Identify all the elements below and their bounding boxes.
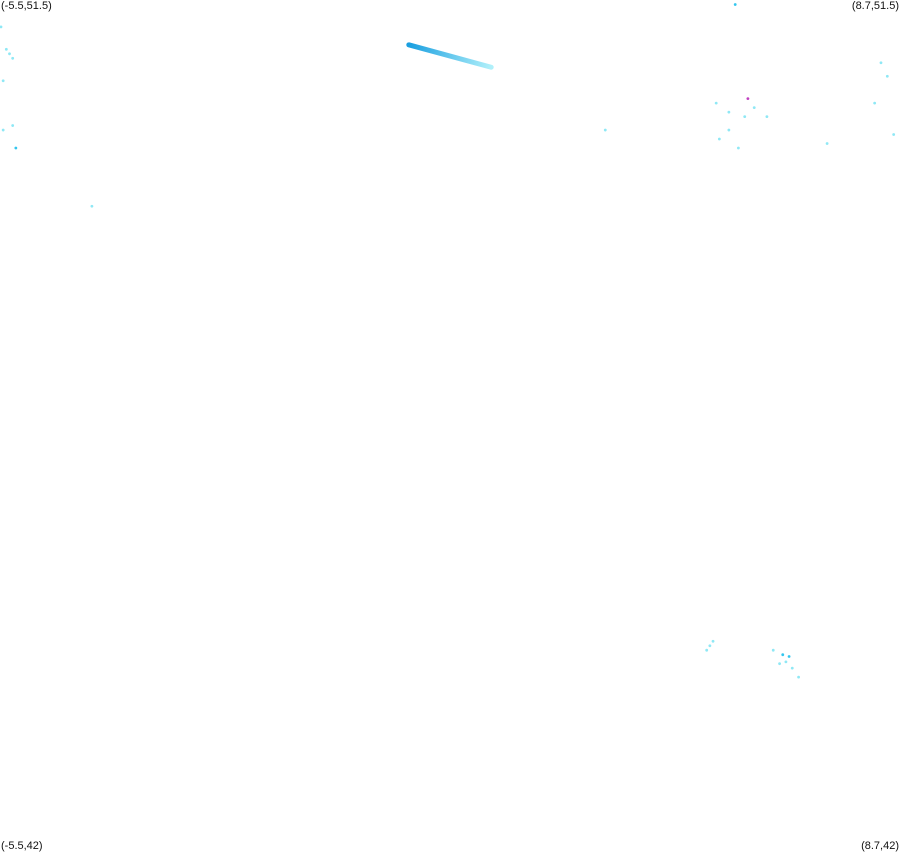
data-point	[781, 653, 785, 657]
data-point	[1, 79, 5, 83]
data-point	[778, 662, 781, 666]
data-point	[797, 675, 800, 679]
main-streak	[406, 42, 494, 70]
data-point	[733, 3, 737, 6]
corner-label-top-left: (-5.5,51.5)	[1, 0, 52, 12]
data-point	[892, 133, 896, 136]
data-point	[765, 115, 769, 118]
data-point	[885, 74, 889, 78]
data-point	[1, 128, 5, 132]
data-point	[714, 101, 718, 105]
data-point	[736, 146, 740, 150]
data-point	[743, 115, 747, 118]
data-point	[717, 137, 721, 141]
data-point	[825, 142, 829, 145]
data-point	[752, 106, 756, 110]
data-point	[0, 25, 3, 29]
data-point	[727, 110, 731, 114]
data-point	[705, 648, 709, 652]
data-point	[90, 204, 94, 208]
data-point	[873, 101, 877, 105]
data-point	[790, 666, 794, 670]
data-point	[727, 128, 731, 132]
data-point	[771, 648, 775, 652]
data-point	[711, 639, 715, 643]
data-point	[4, 47, 8, 51]
corner-label-top-right: (8.7,51.5)	[851, 0, 899, 12]
data-point	[14, 146, 18, 150]
data-point	[746, 97, 750, 101]
corner-label-bottom-right: (8.7,42)	[861, 840, 899, 852]
data-point	[11, 124, 15, 127]
data-point	[8, 52, 11, 56]
data-point	[784, 660, 788, 664]
data-point	[603, 128, 607, 132]
data-point	[787, 655, 791, 658]
corner-label-bottom-left: (-5.5,42)	[1, 840, 43, 852]
data-point	[11, 56, 15, 60]
data-point	[708, 644, 712, 648]
tracks-layer	[406, 42, 494, 70]
data-point	[879, 61, 883, 65]
points-layer	[0, 3, 896, 679]
